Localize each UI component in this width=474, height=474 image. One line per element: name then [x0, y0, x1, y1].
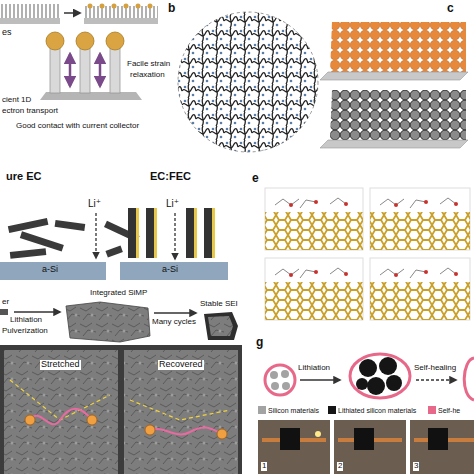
layer-label: a-Si	[42, 265, 58, 275]
annotation: relaxation	[130, 71, 165, 80]
annotation: Facile strain	[127, 60, 170, 69]
photo-number: 1	[261, 462, 267, 471]
step-label: Self-healing	[414, 364, 456, 373]
step-label: Pulverization	[2, 327, 48, 336]
step-label: Many cycles	[152, 318, 196, 327]
panel-letter: g	[256, 336, 263, 349]
photo-label: Recovered	[158, 360, 204, 370]
legend-text: Lithiated silicon materials	[338, 407, 416, 414]
photo-number: 3	[413, 462, 419, 471]
photo-label: Stretched	[40, 360, 81, 370]
legend-swatch	[428, 406, 436, 414]
layer-label: a-Si	[162, 265, 178, 275]
panel-letter: b	[168, 2, 175, 15]
step-label: Lithiation	[298, 364, 330, 373]
ion-label: Li⁺	[166, 198, 179, 209]
legend-item: Silicon materials	[258, 406, 319, 414]
legend-swatch	[328, 406, 336, 414]
annotation: Good contact with current collector	[16, 122, 139, 131]
condition-title: ure EC	[6, 170, 41, 182]
legend-item: Lithiated silicon materials	[328, 406, 416, 414]
legend-swatch	[258, 406, 266, 414]
ion-label: Li⁺	[88, 198, 101, 209]
panel-letter: c	[446, 2, 455, 15]
annotation: es	[2, 28, 12, 38]
step-label: Lithiation	[10, 316, 42, 325]
photo-number: 2	[337, 462, 343, 471]
condition-title: EC:FEC	[150, 170, 191, 182]
legend-item: Self-he	[428, 406, 460, 414]
annotation: ectron transport	[2, 107, 58, 116]
annotation: Integrated SiMP	[90, 289, 147, 298]
panel-letter: e	[252, 172, 259, 185]
annotation: er	[2, 298, 9, 307]
annotation: cient 1D	[2, 96, 31, 105]
legend-text: Silicon materials	[268, 407, 319, 414]
annotation: Stable SEI	[200, 300, 238, 309]
legend-text: Self-he	[438, 407, 460, 414]
